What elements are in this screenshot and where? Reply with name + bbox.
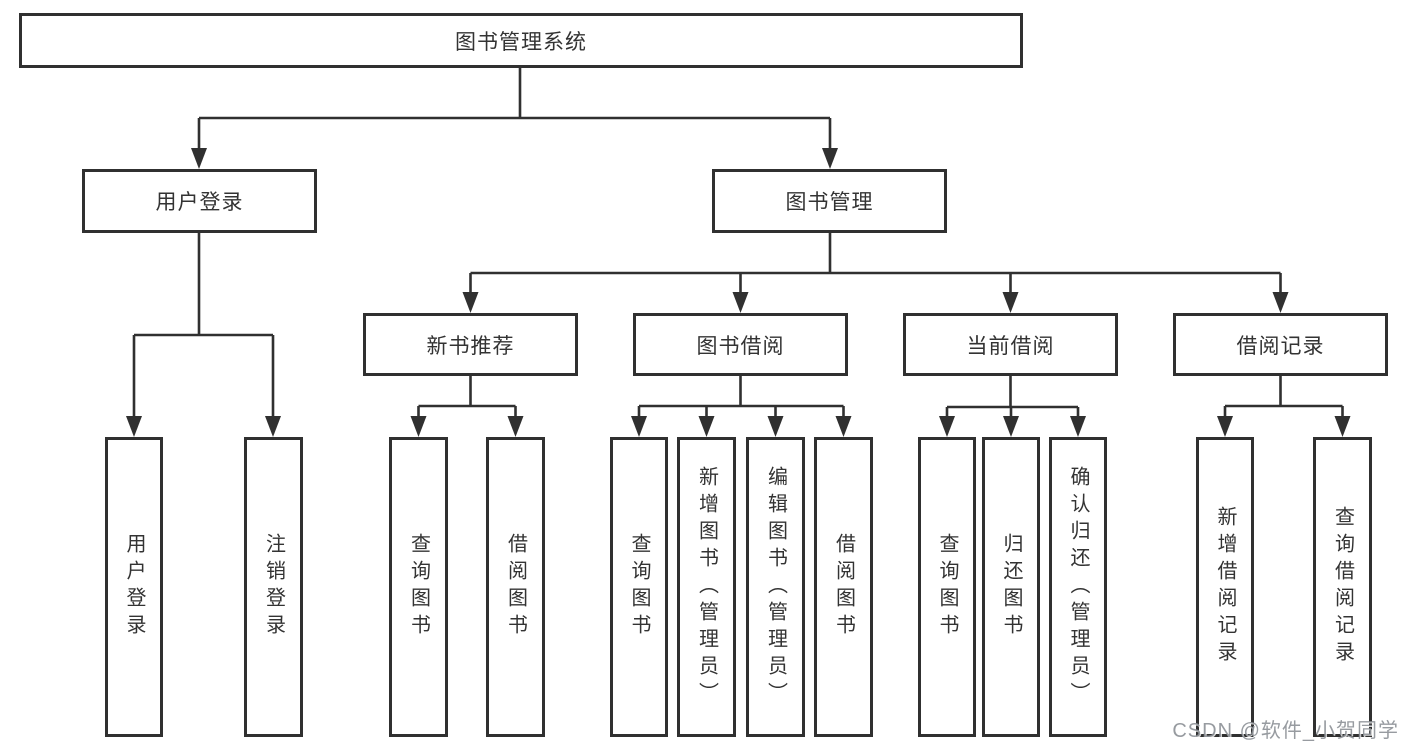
leaf-query-books-current: 查询图书 (918, 437, 976, 737)
leaf-add-borrow-record: 新增借阅记录 (1196, 437, 1254, 737)
node-book-borrow: 图书借阅 (633, 313, 848, 376)
leaf-label: 编辑图书（管理员） (764, 465, 787, 709)
leaf-label: 查询图书 (407, 533, 430, 641)
leaf-add-books-admin: 新增图书（管理员） (677, 437, 736, 737)
leaf-label: 新增图书（管理员） (695, 465, 718, 709)
leaf-label: 查询图书 (628, 533, 650, 641)
node-new-book-recommend: 新书推荐 (363, 313, 578, 376)
node-borrow-records: 借阅记录 (1173, 313, 1388, 376)
leaf-label: 新增借阅记录 (1214, 506, 1236, 668)
leaf-borrow-books-recommend: 借阅图书 (486, 437, 545, 737)
leaf-label: 用户登录 (123, 533, 145, 641)
leaf-logout: 注销登录 (244, 437, 303, 737)
node-current-borrow: 当前借阅 (903, 313, 1118, 376)
leaf-label: 借阅图书 (832, 533, 855, 641)
node-library-system: 图书管理系统 (19, 13, 1023, 68)
leaf-query-books-recommend: 查询图书 (389, 437, 448, 737)
leaf-query-books-borrow: 查询图书 (610, 437, 668, 737)
leaf-label: 查询借阅记录 (1331, 506, 1354, 668)
leaf-label: 注销登录 (262, 533, 285, 641)
leaf-user-login: 用户登录 (105, 437, 163, 737)
leaf-label: 借阅图书 (504, 533, 527, 641)
leaf-edit-books-admin: 编辑图书（管理员） (746, 437, 805, 737)
leaf-label: 归还图书 (1000, 533, 1022, 641)
leaf-query-borrow-record: 查询借阅记录 (1313, 437, 1372, 737)
csdn-watermark: CSDN @软件_小贺同学 (1172, 720, 1399, 742)
leaf-borrow-books: 借阅图书 (814, 437, 873, 737)
node-book-management: 图书管理 (712, 169, 947, 233)
leaf-label: 查询图书 (936, 533, 958, 641)
leaf-confirm-return-admin: 确认归还（管理员） (1049, 437, 1107, 737)
leaf-return-books: 归还图书 (982, 437, 1040, 737)
leaf-label: 确认归还（管理员） (1067, 465, 1089, 709)
node-user-login: 用户登录 (82, 169, 317, 233)
